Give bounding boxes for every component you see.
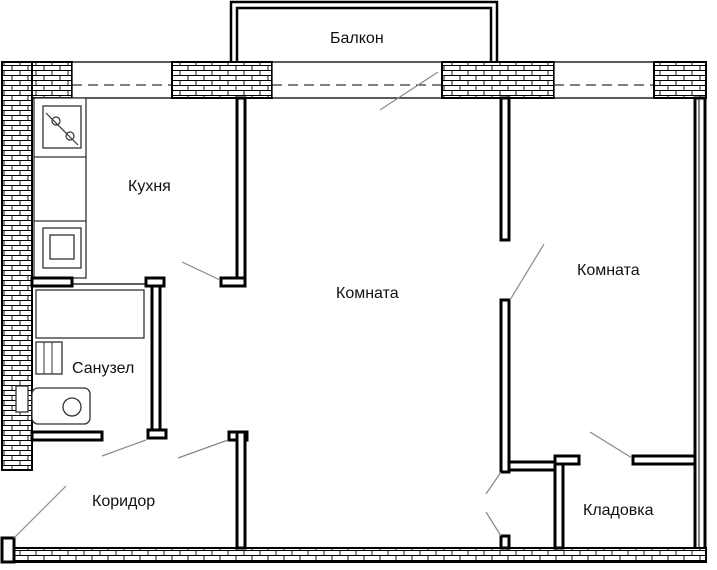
room-label-corridor: Коридор (92, 493, 155, 510)
corridor-partition (227, 430, 249, 550)
room-label-main: Комната (336, 285, 399, 302)
oven-icon (42, 227, 82, 269)
room-label-balcony: Балкон (330, 30, 384, 47)
room-label-bathroom: Санузел (72, 360, 134, 377)
stove-icon (42, 105, 82, 149)
room-label-kitchen: Кухня (128, 178, 171, 195)
room-label-storage: Кладовка (583, 502, 654, 519)
kitchen-partition (219, 96, 247, 288)
right-exterior-wall (693, 96, 707, 552)
bathroom-walls (30, 276, 168, 442)
room-label-right: Комната (577, 262, 640, 279)
sink-icon (15, 385, 91, 425)
door-swings (13, 71, 633, 539)
right-room-partition (499, 96, 697, 550)
top-exterior-wall (71, 61, 707, 99)
bathtub-icon (35, 289, 145, 375)
bottom-exterior-wall (0, 536, 707, 564)
